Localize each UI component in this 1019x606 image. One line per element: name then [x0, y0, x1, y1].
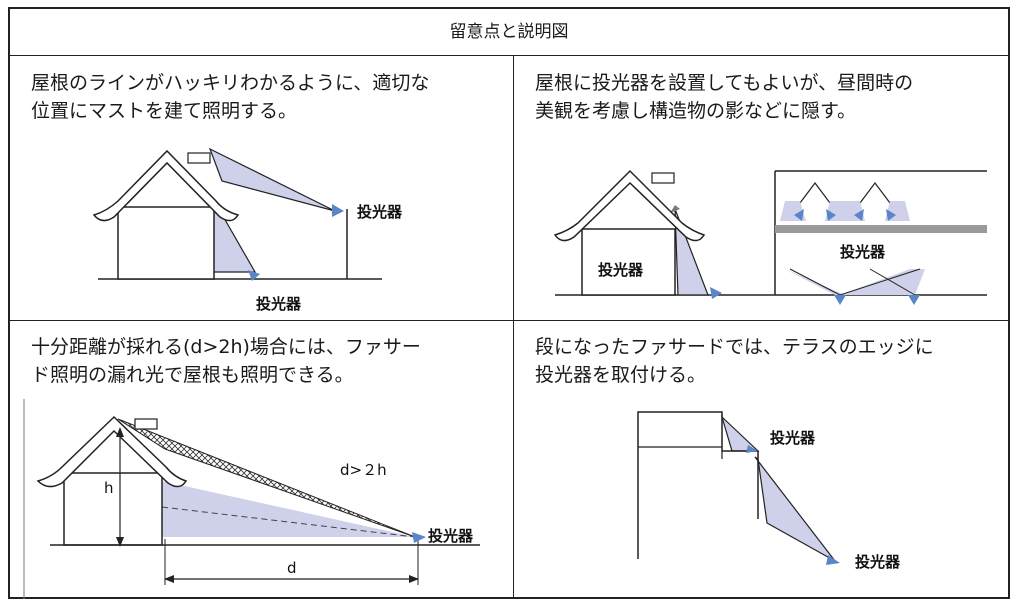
condition-label: d>２h	[340, 461, 387, 479]
floodlight-label: 投光器	[598, 261, 644, 279]
lamp-triangle-icon	[710, 287, 722, 299]
lamp-triangle-icon	[826, 209, 836, 221]
roof	[92, 149, 240, 222]
light-beam	[208, 147, 336, 212]
arrow-head	[116, 427, 124, 437]
house-wall	[63, 472, 163, 546]
lamp-triangle-icon	[248, 270, 260, 281]
floodlight-label: 投光器	[357, 203, 403, 221]
cell-text-line: 屋根に投光器を設置してもよいが、昼間時の	[535, 72, 914, 94]
roof-ridge-detail	[651, 172, 675, 184]
lamp-triangle-icon	[908, 295, 920, 305]
beam-edge	[869, 268, 916, 296]
floodlight-label: 投光器	[855, 553, 901, 571]
cell-text-line: 投光器を取付ける。	[535, 364, 707, 386]
roof	[36, 415, 188, 488]
cell-description: 屋根に投光器を設置してもよいが、昼間時の 美観を考慮し構造物の影などに隠す。	[535, 69, 913, 125]
cell-text-line: 十分距離が採れる(d>2h)場合には、ファサー	[31, 336, 421, 358]
height-label: h	[104, 479, 114, 497]
arrow-head	[164, 575, 174, 583]
lamp-triangle-icon	[794, 209, 804, 221]
cell-description: 段になったファサードでは、テラスのエッジに 投光器を取付ける。	[535, 333, 934, 389]
roof-ornament	[799, 182, 831, 204]
floodlight-label: 投光器	[428, 527, 474, 545]
table-header-title: 留意点と説明図	[449, 22, 569, 42]
roof-ridge-detail	[134, 418, 158, 430]
arrow-head	[116, 537, 124, 547]
leaked-light-area	[117, 418, 416, 538]
diagram-terrace-edge: 投光器 投光器	[637, 411, 901, 571]
floodlight-label: 投光器	[840, 243, 886, 261]
explanation-table: 留意点と説明図 屋根のラインがハッキリわかるように、適切な 位置にマストを建て照…	[8, 7, 1010, 599]
lamp-triangle-icon	[826, 555, 840, 565]
cell-description: 十分距離が採れる(d>2h)場合には、ファサー ド照明の漏れ光で屋根も照明できる…	[31, 333, 421, 389]
lamp-triangle-icon	[886, 209, 896, 221]
lamp-triangle-icon	[834, 295, 846, 305]
terrace-outline	[637, 411, 759, 559]
light-beam	[720, 415, 760, 452]
cell-text-line: 美観を考慮し構造物の影などに隠す。	[535, 100, 857, 122]
cell-text-line: 段になったファサードでは、テラスのエッジに	[535, 336, 934, 358]
cell-description: 屋根のラインがハッキリわかるように、適切な 位置にマストを建て照明する。	[31, 69, 429, 125]
beam-edge	[839, 268, 921, 296]
column-divider	[513, 55, 514, 597]
cell-text-line: ド照明の漏れ光で屋根も照明できる。	[31, 364, 354, 386]
beam-dashed	[161, 506, 416, 538]
roof-ridge-detail	[187, 152, 211, 164]
house-wall	[581, 228, 676, 296]
cell-text-line: 位置にマストを建て照明する。	[31, 100, 298, 122]
canopy-slab	[775, 225, 987, 233]
roof-ornament	[859, 182, 891, 204]
lamp-triangle-icon	[412, 532, 426, 543]
light-beam	[162, 481, 415, 537]
row-divider	[10, 320, 1008, 321]
roof-fixture	[670, 205, 680, 213]
cell-text-line: 屋根のラインがハッキリわかるように、適切な	[31, 72, 430, 94]
arrow-head	[409, 575, 419, 583]
light-beam	[754, 456, 836, 562]
lamp-triangle-icon	[746, 445, 758, 453]
distance-label: d	[287, 559, 297, 577]
header-divider	[10, 55, 1008, 56]
roof	[553, 169, 706, 242]
diagram-facade-spill: h d d>２h 投光器	[23, 399, 480, 599]
floodlight-label: 投光器	[256, 295, 302, 313]
beam-edge	[789, 268, 841, 296]
lamp-triangle-icon	[854, 209, 864, 221]
diagram-roof-mounted: 投光器 投光器	[553, 169, 987, 305]
lamp-triangle-icon	[332, 204, 344, 217]
floodlight-label: 投光器	[770, 429, 816, 447]
diagram-mast-lighting: 投光器 投光器	[92, 147, 403, 313]
house-wall	[117, 206, 215, 280]
